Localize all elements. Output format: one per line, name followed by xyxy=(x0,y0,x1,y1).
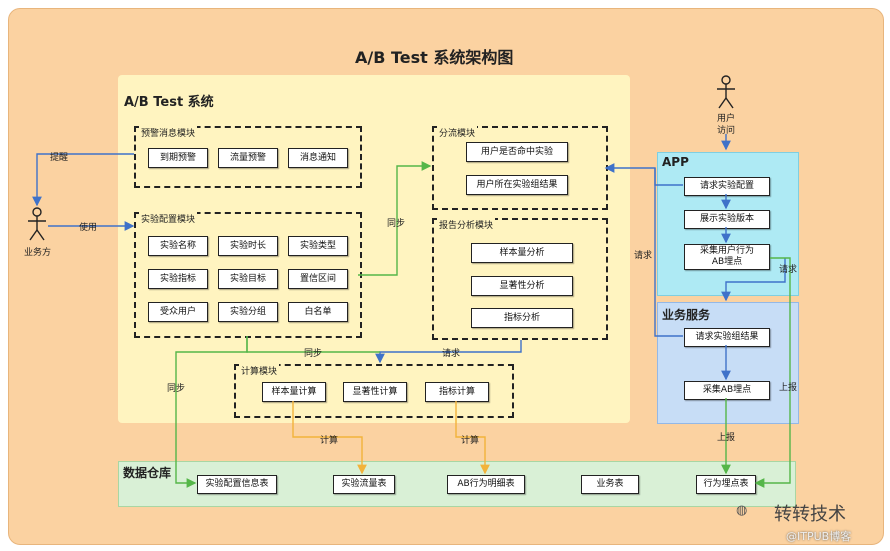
exp-grouping-box: 实验分组 xyxy=(218,302,278,322)
user-group-result-box: 用户所在实验组结果 xyxy=(466,175,568,195)
data-warehouse-title: 数据仓库 xyxy=(123,466,172,480)
ab-test-system-title: A/B Test 系统 xyxy=(124,95,214,110)
confidence-interval-box: 置信区间 xyxy=(288,269,348,289)
diagram-title: A/B Test 系统架构图 xyxy=(355,48,514,67)
metric-analysis-box: 指标分析 xyxy=(471,308,573,328)
traffic-alert-box: 流量预警 xyxy=(218,148,278,168)
report-edge-label-1: 上报 xyxy=(779,383,798,393)
config-module-label: 实验配置模块 xyxy=(139,212,198,225)
compute-edge-label-2: 计算 xyxy=(461,436,480,446)
request-edge-label-1: 请求 xyxy=(442,349,461,359)
green-connectors xyxy=(175,161,791,488)
audience-users-box: 受众用户 xyxy=(148,302,208,322)
collect-behavior-box: 采集用户行为 AB埋点 xyxy=(684,244,770,270)
compute-module-label: 计算模块 xyxy=(239,364,280,377)
expiry-alert-box: 到期预警 xyxy=(148,148,208,168)
compute-edge-label-1: 计算 xyxy=(320,436,339,446)
shunt-module-label: 分流模块 xyxy=(437,126,478,139)
sample-size-compute-box: 样本量计算 xyxy=(262,382,326,402)
wechat-icon: ◍ xyxy=(736,503,748,518)
significance-analysis-box: 显著性分析 xyxy=(471,276,573,296)
report-module-label: 报告分析模块 xyxy=(437,218,496,231)
shunt-module xyxy=(432,126,608,210)
business-actor-label: 业务方 xyxy=(24,248,52,258)
exp-name-box: 实验名称 xyxy=(148,236,208,256)
whitelist-box: 白名单 xyxy=(288,302,348,322)
sync-edge-label-2: 同步 xyxy=(304,349,323,359)
watermark-blog: @ITPUB博客 xyxy=(786,530,852,543)
significance-compute-box: 显著性计算 xyxy=(343,382,407,402)
watermark-brand: 转转技术 xyxy=(774,504,846,525)
use-edge-label: 使用 xyxy=(79,223,98,233)
metric-compute-box: 指标计算 xyxy=(425,382,489,402)
sync-edge-label-1: 同步 xyxy=(387,219,406,229)
exp-goal-box: 实验目标 xyxy=(218,269,278,289)
app-title: APP xyxy=(662,155,689,169)
alert-module-label: 预警消息模块 xyxy=(139,126,198,139)
report-edge-label-2: 上报 xyxy=(717,433,736,443)
exp-metric-box: 实验指标 xyxy=(148,269,208,289)
traffic-table-box: 实验流量表 xyxy=(333,475,395,494)
orange-connectors xyxy=(292,401,490,475)
business-service-title: 业务服务 xyxy=(662,308,711,322)
message-notify-box: 消息通知 xyxy=(288,148,348,168)
config-info-table-box: 实验配置信息表 xyxy=(197,475,277,494)
sample-size-analysis-box: 样本量分析 xyxy=(471,243,573,263)
business-table-box: 业务表 xyxy=(581,475,639,494)
sync-edge-label-3: 同步 xyxy=(167,384,186,394)
business-actor-icon xyxy=(28,207,46,241)
request-config-box: 请求实验配置 xyxy=(684,177,770,196)
user-actor-icon xyxy=(717,75,735,109)
visit-label: 访问 xyxy=(717,126,736,136)
business-service-panel xyxy=(657,302,799,424)
show-version-box: 展示实验版本 xyxy=(684,210,770,229)
user-actor-label: 用户 xyxy=(717,114,736,124)
user-hit-exp-box: 用户是否命中实验 xyxy=(466,142,568,162)
blue-connectors xyxy=(32,134,786,381)
ab-behavior-detail-table-box: AB行为明细表 xyxy=(447,475,525,494)
request-edge-label-3: 请求 xyxy=(779,265,798,275)
remind-edge-label: 提醒 xyxy=(50,153,69,163)
collect-ab-tracking-box: 采集AB埋点 xyxy=(684,381,770,400)
request-group-result-box: 请求实验组结果 xyxy=(684,328,770,347)
exp-duration-box: 实验时长 xyxy=(218,236,278,256)
request-edge-label-2: 请求 xyxy=(634,251,653,261)
exp-type-box: 实验类型 xyxy=(288,236,348,256)
